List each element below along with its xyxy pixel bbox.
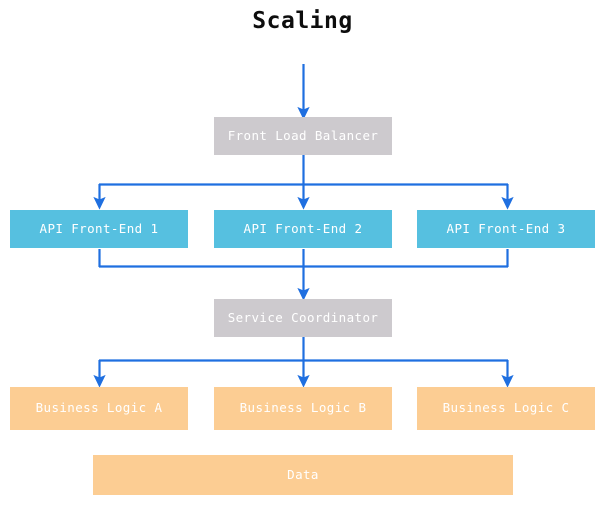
node-data[interactable]: Data bbox=[93, 455, 513, 495]
edge-service-coordinator-to-business-logic bbox=[93, 337, 514, 388]
edge-front-load-balancer-to-api-front-ends bbox=[93, 155, 514, 210]
node-business-logic-c[interactable]: Business Logic C bbox=[417, 387, 595, 430]
edge-api-front-ends-to-service-coordinator bbox=[98, 249, 509, 301]
node-business-logic-b[interactable]: Business Logic B bbox=[214, 387, 392, 430]
node-service-coordinator[interactable]: Service Coordinator bbox=[214, 299, 392, 337]
node-service-coordinator-label: Service Coordinator bbox=[227, 309, 379, 325]
node-api-front-end-3[interactable]: API Front-End 3 bbox=[417, 210, 595, 248]
node-data-label: Data bbox=[287, 466, 319, 482]
node-api-front-end-3-label: API Front-End 3 bbox=[446, 220, 566, 236]
node-business-logic-c-label: Business Logic C bbox=[442, 400, 570, 416]
node-business-logic-a-label: Business Logic A bbox=[35, 400, 163, 416]
page-title: Scaling bbox=[252, 8, 353, 34]
node-api-front-end-2[interactable]: API Front-End 2 bbox=[214, 210, 392, 248]
node-business-logic-a[interactable]: Business Logic A bbox=[10, 387, 188, 430]
node-api-front-end-2-label: API Front-End 2 bbox=[243, 220, 363, 236]
node-api-front-end-1[interactable]: API Front-End 1 bbox=[10, 210, 188, 248]
node-business-logic-b-label: Business Logic B bbox=[239, 400, 367, 416]
node-front-load-balancer-label: Front Load Balancer bbox=[227, 127, 379, 143]
node-api-front-end-1-label: API Front-End 1 bbox=[39, 220, 159, 236]
node-front-load-balancer[interactable]: Front Load Balancer bbox=[214, 117, 392, 155]
